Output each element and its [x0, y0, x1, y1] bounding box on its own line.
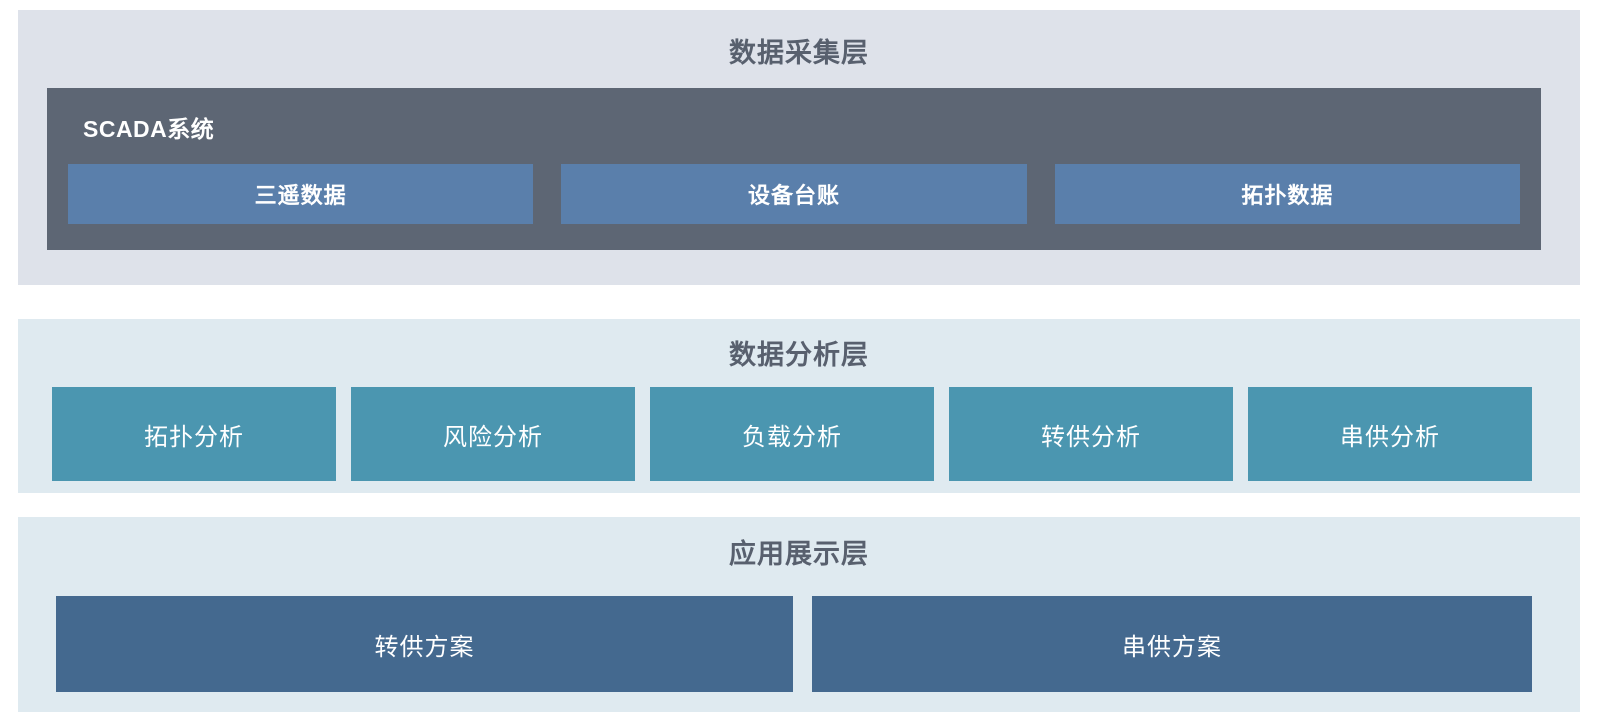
application-item-list: 转供方案 串供方案 — [56, 596, 1532, 692]
application-item-series-supply-plan[interactable]: 串供方案 — [812, 596, 1532, 692]
scada-item-telemetry[interactable]: 三遥数据 — [68, 164, 534, 224]
layer-data-collection: 数据采集层 SCADA系统 三遥数据 设备台账 拓扑数据 — [18, 10, 1580, 285]
scada-item-equipment-ledger[interactable]: 设备台账 — [561, 164, 1027, 224]
scada-system-box: SCADA系统 三遥数据 设备台账 拓扑数据 — [47, 88, 1541, 250]
analysis-item-list: 拓扑分析 风险分析 负载分析 转供分析 串供分析 — [52, 387, 1532, 481]
analysis-item-topology[interactable]: 拓扑分析 — [52, 387, 336, 481]
application-item-transfer-supply-plan[interactable]: 转供方案 — [56, 596, 793, 692]
analysis-item-load[interactable]: 负载分析 — [650, 387, 934, 481]
analysis-item-series-supply[interactable]: 串供分析 — [1248, 387, 1532, 481]
layer-title-data-collection: 数据采集层 — [729, 38, 869, 68]
scada-item-list: 三遥数据 设备台账 拓扑数据 — [68, 164, 1520, 224]
layer-data-analysis: 数据分析层 拓扑分析 风险分析 负载分析 转供分析 串供分析 — [18, 319, 1580, 493]
scada-item-topology-data[interactable]: 拓扑数据 — [1054, 164, 1520, 224]
layer-application-display: 应用展示层 转供方案 串供方案 — [18, 517, 1580, 712]
scada-system-label: SCADA系统 — [83, 116, 215, 142]
layer-title-application-display: 应用展示层 — [729, 539, 869, 569]
analysis-item-risk[interactable]: 风险分析 — [351, 387, 635, 481]
layer-title-data-analysis: 数据分析层 — [729, 340, 869, 370]
analysis-item-transfer-supply[interactable]: 转供分析 — [949, 387, 1233, 481]
